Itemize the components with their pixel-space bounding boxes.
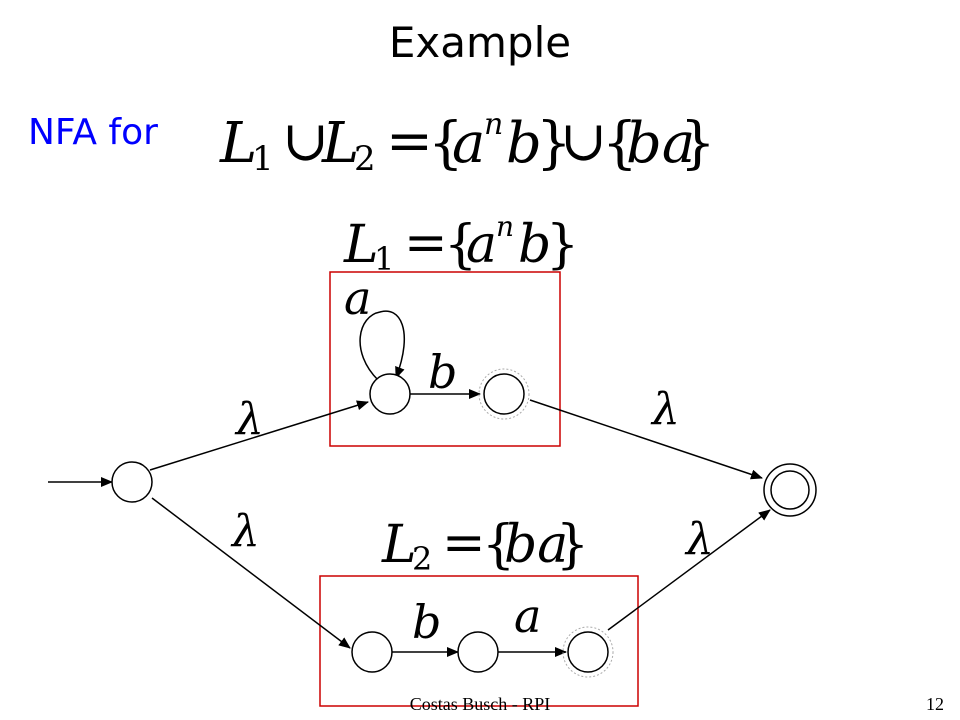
state-final-inner (770, 470, 810, 510)
l2-label: L 2 = { ba } (381, 513, 589, 578)
svg-text:a: a (466, 215, 497, 275)
svg-text:b: b (506, 111, 542, 176)
svg-text:L: L (343, 215, 379, 275)
svg-text:=: = (442, 513, 486, 573)
svg-text:=: = (386, 109, 433, 174)
svg-text:{: { (482, 515, 515, 575)
svg-text:{: { (444, 215, 477, 275)
svg-text:}: } (556, 515, 589, 575)
edge-start-to-l1 (149, 400, 369, 471)
l1-box (329, 271, 561, 447)
state-l2-q2-halo (562, 626, 614, 678)
state-l1-q0 (369, 373, 411, 415)
svg-text:n: n (496, 210, 514, 243)
state-final-outer (763, 463, 817, 517)
edge-l2-to-final (607, 509, 771, 631)
label-lambda-bottom-left: λ (230, 506, 260, 557)
label-l2-b: b (412, 595, 441, 649)
page-number: 12 (926, 694, 944, 714)
self-loop-a (359, 310, 406, 381)
label-lambda-top-right: λ (650, 384, 680, 435)
state-l2-q1 (457, 631, 499, 673)
state-l1-q1 (483, 373, 525, 415)
svg-text:}: } (680, 111, 716, 176)
state-start (111, 461, 153, 503)
label-l1-b: b (428, 345, 457, 399)
svg-text:L: L (381, 515, 417, 575)
nfa-for-label: NFA for (28, 112, 158, 153)
label-lambda-top-left: λ (234, 394, 264, 445)
edge-l1-to-final (529, 399, 763, 480)
svg-text:a: a (452, 111, 485, 176)
edge-start-to-l2 (151, 497, 351, 649)
state-l2-q0 (351, 631, 393, 673)
svg-text:2: 2 (412, 540, 432, 578)
l2-box (319, 575, 639, 707)
svg-text:L: L (219, 111, 257, 176)
svg-text:1: 1 (252, 139, 274, 179)
l1-label: L 1 = { a n b } (343, 210, 579, 278)
svg-text:2: 2 (354, 139, 376, 179)
svg-text:∪: ∪ (560, 109, 607, 174)
svg-text:ba: ba (626, 111, 695, 176)
svg-text:b: b (518, 215, 551, 275)
svg-text:L: L (321, 111, 359, 176)
slide-title: Example (388, 18, 572, 67)
heading-formula: L 1 ∪ L 2 = { a n b } ∪ { ba } (219, 107, 716, 179)
svg-text:n: n (484, 107, 503, 142)
svg-text:∪: ∪ (282, 109, 329, 174)
svg-text:}: } (546, 215, 579, 275)
label-lambda-bottom-right: λ (684, 514, 714, 565)
svg-text:1: 1 (374, 240, 394, 278)
svg-text:=: = (404, 213, 448, 273)
svg-text:ba: ba (504, 515, 568, 575)
svg-text:}: } (536, 111, 572, 176)
state-l1-q1-halo (478, 368, 530, 420)
svg-text:{: { (428, 111, 464, 176)
label-l2-a: a (514, 589, 541, 643)
footer-source: Costas Busch - RPI (409, 694, 551, 714)
label-self-loop-a: a (344, 271, 371, 325)
state-l2-q2 (567, 631, 609, 673)
svg-text:{: { (602, 111, 638, 176)
